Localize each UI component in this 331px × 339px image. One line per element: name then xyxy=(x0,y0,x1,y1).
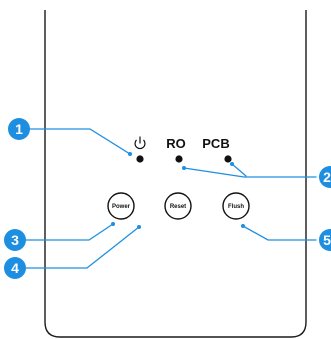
flush-button-label: Flush xyxy=(228,204,244,210)
leader-dot-5 xyxy=(241,224,245,228)
ro-label: RO xyxy=(166,136,186,151)
leader-line-2 xyxy=(183,167,317,178)
leader-dot-4 xyxy=(137,225,141,229)
ro-led xyxy=(175,155,183,163)
leader-line-3 xyxy=(25,223,114,241)
reset-button-label: Reset xyxy=(170,204,186,210)
callout-1: 1 xyxy=(8,118,30,140)
reset-button[interactable]: Reset xyxy=(164,192,192,220)
callout-3: 3 xyxy=(4,229,26,251)
power-symbol-icon xyxy=(134,136,146,150)
power-button[interactable]: Power xyxy=(107,192,135,220)
callout-2-number: 2 xyxy=(323,169,331,185)
power-led xyxy=(136,155,144,163)
callout-2: 2 xyxy=(319,166,331,188)
pcb-led xyxy=(224,155,232,163)
panel-outline xyxy=(44,10,307,338)
pcb-label: PCB xyxy=(202,136,229,151)
leader-line-5 xyxy=(242,225,317,241)
leader-line-4 xyxy=(25,226,140,269)
leader-dot-2a xyxy=(182,166,186,170)
leader-line-2b xyxy=(231,163,247,177)
callout-5: 5 xyxy=(319,229,331,251)
callout-3-number: 3 xyxy=(11,232,19,248)
power-button-label: Power xyxy=(112,204,131,210)
leader-dot-2b xyxy=(230,162,234,166)
leader-dot-3 xyxy=(111,222,115,226)
leader-dot-1 xyxy=(128,152,132,156)
callout-1-number: 1 xyxy=(15,121,23,137)
callout-4: 4 xyxy=(4,257,26,279)
flush-button[interactable]: Flush xyxy=(222,192,250,220)
callout-5-number: 5 xyxy=(323,232,331,248)
leader-line-1 xyxy=(29,128,131,155)
callout-4-number: 4 xyxy=(11,260,19,276)
